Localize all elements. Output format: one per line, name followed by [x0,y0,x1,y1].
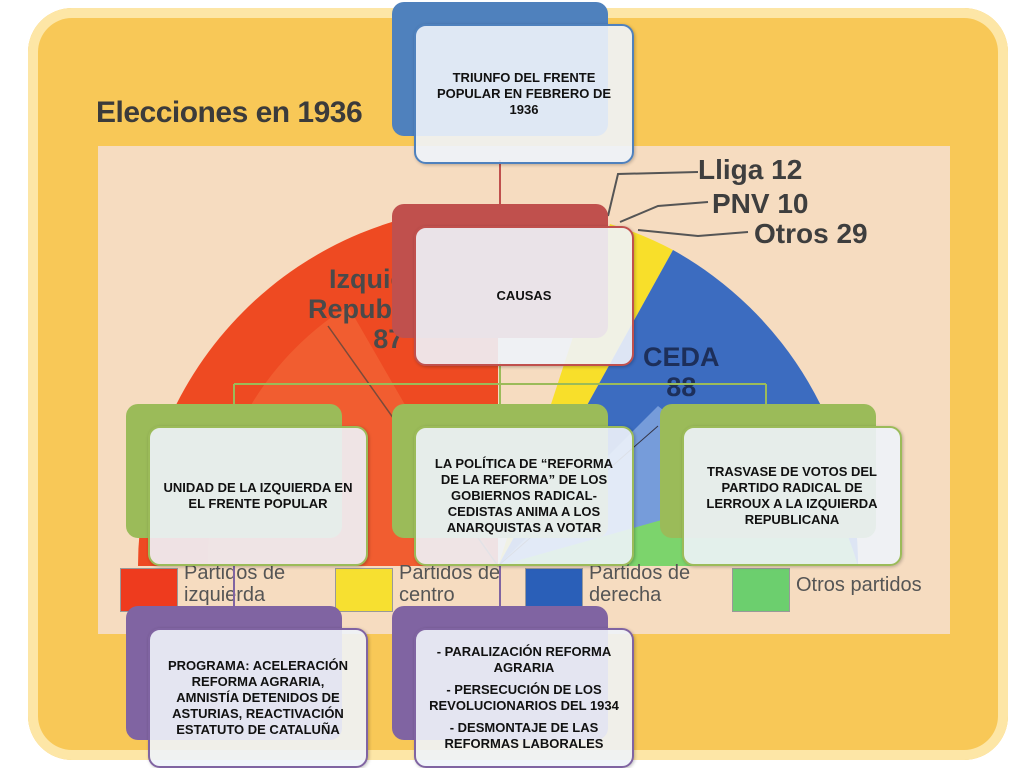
consequence-item: - PERSECUCIÓN DE LOS REVOLUCIONARIOS DEL… [429,682,619,713]
node-consecuencias-box: - PARALIZACIÓN REFORMA AGRARIA - PERSECU… [414,628,634,768]
node-programa-box: PROGRAMA: ACELERACIÓN REFORMA AGRARIA, A… [148,628,368,768]
legend-swatch [335,568,393,612]
node-cause-reforma-text: LA POLÍTICA DE “REFORMA DE LA REFORMA” D… [434,456,614,535]
node-causas-box: CAUSAS [414,226,634,366]
node-cause-unidad-text: UNIDAD DE LA IZQUIERDA EN EL FRENTE POPU… [163,480,353,511]
node-root-box: TRIUNFO DEL FRENTE POPULAR EN FEBRERO DE… [414,24,634,164]
annotation-leader-pnv [619,201,709,223]
legend-swatch [732,568,790,612]
chart-legend: Partidos de izquierda Partidos de centro… [120,560,940,616]
legend-label: Partidos de izquierda [184,562,286,606]
consequence-item: - DESMONTAJE DE LAS REFORMAS LABORALES [444,720,604,751]
node-cause-reforma-box: LA POLÍTICA DE “REFORMA DE LA REFORMA” D… [414,426,634,566]
legend-label: Partidos de derecha [589,562,691,606]
annotation-lliga: Lliga 12 [698,154,803,185]
annotation-leader-lliga [607,171,699,217]
annotation-otros: Otros 29 [754,218,868,249]
node-cause-unidad-box: UNIDAD DE LA IZQUIERDA EN EL FRENTE POPU… [148,426,368,566]
node-programa-text: PROGRAMA: ACELERACIÓN REFORMA AGRARIA, A… [167,658,349,737]
node-causas-text: CAUSAS [496,288,552,303]
node-cause-trasvase-box: TRASVASE DE VOTOS DEL PARTIDO RADICAL DE… [682,426,902,566]
pie-label-ceda: CEDA 88 [643,342,720,402]
annotation-pnv: PNV 10 [712,188,809,219]
annotation-leader-otros [637,229,749,238]
poster-title: Elecciones en 1936 [96,96,363,129]
consequence-item: - PARALIZACIÓN REFORMA AGRARIA [436,644,612,675]
legend-label: Partidos de centro [399,562,501,606]
node-root-text: TRIUNFO DEL FRENTE POPULAR EN FEBRERO DE… [436,70,612,117]
legend-label: Otros partidos [796,574,922,596]
node-cause-trasvase-text: TRASVASE DE VOTOS DEL PARTIDO RADICAL DE… [706,464,878,527]
